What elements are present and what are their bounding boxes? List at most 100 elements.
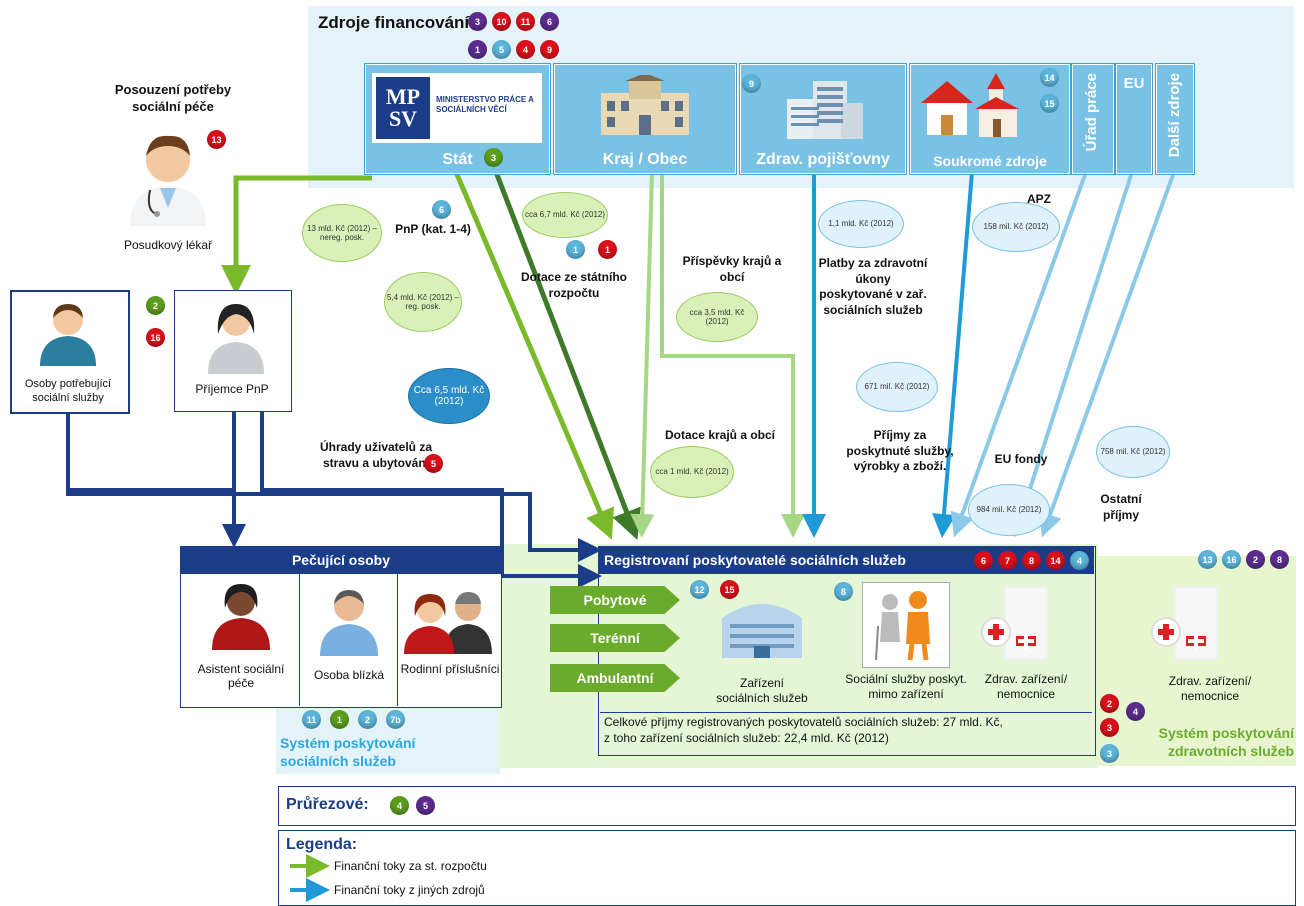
badge-prov-6: 6 xyxy=(974,551,993,570)
flow-urad xyxy=(950,171,1088,538)
terenni-button: Terénní xyxy=(550,624,680,652)
badge-soukrome-15: 15 xyxy=(1040,94,1059,113)
providers-summary: Celkové příjmy registrovaných poskytovat… xyxy=(600,712,1092,750)
badge-h-3: 3 xyxy=(1100,718,1119,737)
ostatni-label: Ostatní příjmy xyxy=(1100,492,1142,522)
needing-label: Osoby potřebující sociální služby xyxy=(24,378,112,404)
bubble-1: cca 1 mld. Kč (2012) xyxy=(650,446,734,498)
eu-label: EU xyxy=(1123,75,1145,92)
flow-stat-dotace xyxy=(493,171,641,541)
badge-h-8: 8 xyxy=(1270,550,1289,569)
bubble-671: 671 mil. Kč (2012) xyxy=(856,362,938,412)
pruzezove-label: Průřezové: xyxy=(286,796,369,813)
facility-building-icon xyxy=(722,604,802,658)
source-dalsi: Další zdroje xyxy=(1156,64,1194,174)
platby-label: Platby za zdravotní úkony poskytované v … xyxy=(818,256,928,317)
source-urad: Úřad práce xyxy=(1072,64,1114,174)
bubble-158: 158 mil. Kč (2012) xyxy=(972,202,1060,252)
stat-label: Stát xyxy=(442,151,473,168)
carers-divider-2 xyxy=(397,574,398,706)
prispevky-label: Příspěvky krajů a obcí xyxy=(682,254,782,284)
house-church-icon xyxy=(921,73,1019,137)
uhrady-label: Úhrady uživatelů za stravu a ubytování xyxy=(319,440,433,470)
carers-divider-1 xyxy=(299,574,300,706)
flow-recipient-providers xyxy=(260,412,602,588)
legend-green-label: Finanční toky za st. rozpočtu xyxy=(334,859,487,873)
prov-hospital-label: Zdrav. zařízení/ nemocnice xyxy=(984,672,1068,701)
badge-h-3b: 3 xyxy=(1100,744,1119,763)
funding-badge-11: 11 xyxy=(516,12,535,31)
summary-line-1: Celkové příjmy registrovaných poskytovat… xyxy=(604,715,1003,729)
funding-badge-5: 5 xyxy=(492,40,511,59)
badge-assessment-13: 13 xyxy=(207,130,226,149)
recipient-label: Příjemce PnP xyxy=(195,382,269,396)
bubble-758: 758 mil. Kč (2012) xyxy=(1096,426,1170,478)
badge-prov-15: 15 xyxy=(720,580,739,599)
pnp-label: PnP (kat. 1-4) xyxy=(395,222,471,236)
badge-pr-5: 5 xyxy=(416,796,435,815)
flow-kraj-dotace xyxy=(630,171,655,538)
family-label: Rodinní příslušníci xyxy=(400,662,500,676)
facility-label: Zařízení sociálních služeb xyxy=(716,676,808,705)
doctor-label: Posudkový lékař xyxy=(123,238,213,252)
badge-car-2: 2 xyxy=(358,710,377,729)
badge-rec-2: 2 xyxy=(146,296,165,315)
bubble-984: 984 mil. Kč (2012) xyxy=(968,484,1050,536)
carers-title: Pečující osoby xyxy=(180,546,502,574)
funding-badge-1: 1 xyxy=(468,40,487,59)
flow-needing-providers xyxy=(66,490,602,562)
flow-eu xyxy=(1010,171,1134,538)
funding-badge-4: 4 xyxy=(516,40,535,59)
prijmy-label: Příjmy za poskytnuté služby, výrobky a z… xyxy=(846,428,954,474)
funding-badge-3: 3 xyxy=(468,12,487,31)
flow-doctor-pnp xyxy=(221,175,372,295)
mpsv-logo: MP SV MINISTERSTVO PRÁCE A SOCIÁLNÍCH VĚ… xyxy=(372,73,542,143)
close-person-icon xyxy=(320,590,378,656)
mpsv-logo-mark: MP SV xyxy=(376,77,430,139)
doctor-icon xyxy=(130,135,206,226)
bubble-65: Cca 6,5 mld. Kč (2012) xyxy=(408,368,490,424)
badge-rec-16: 16 xyxy=(146,328,165,347)
eu-fondy-label: EU fondy xyxy=(994,452,1048,466)
legend-blue-label: Finanční toky z jiných zdrojů xyxy=(334,883,485,897)
flow-soukrome xyxy=(932,171,974,538)
badge-prov-14: 14 xyxy=(1046,551,1065,570)
source-eu: EU xyxy=(1116,64,1152,174)
badge-uhrady-5: 5 xyxy=(424,454,443,473)
kraj-label: Kraj / Obec xyxy=(602,151,688,168)
social-system-label: Systém poskytování sociálních služeb xyxy=(280,735,416,770)
funding-badge-6: 6 xyxy=(540,12,559,31)
bubble-67: cca 6,7 mld. Kč (2012) xyxy=(522,192,608,238)
source-kraj: Kraj / Obec xyxy=(554,64,736,174)
flow-needing-carers xyxy=(66,412,246,548)
badge-prov-8: 8 xyxy=(1022,551,1041,570)
badge-h-4: 4 xyxy=(1126,702,1145,721)
dotace-stat-label: Dotace ze státního rozpočtu xyxy=(520,270,628,300)
close-person-label: Osoba blízká xyxy=(313,668,385,682)
assessment-title: Posouzení potřeby sociální péče xyxy=(114,82,232,114)
recipient-icon xyxy=(208,304,264,374)
flow-stat-providers xyxy=(453,171,614,540)
badge-soukrome-14: 14 xyxy=(1040,68,1059,87)
badge-zdrav-9: 9 xyxy=(742,74,761,93)
apz-label: APZ xyxy=(1027,192,1051,206)
bubble-35: cca 3,5 mld. Kč (2012) xyxy=(676,292,758,342)
badge-h-16: 16 xyxy=(1222,550,1241,569)
office-building-icon xyxy=(787,81,863,139)
source-zdrav: Zdrav. pojišťovny xyxy=(740,64,906,174)
badge-prov-8b: 8 xyxy=(834,582,853,601)
ambulantni-button: Ambulantní xyxy=(550,664,680,692)
badge-dotace-1r: 1 xyxy=(598,240,617,259)
elderly-helper-icon xyxy=(875,591,930,661)
legend-title: Legenda: xyxy=(286,836,358,853)
legend-box xyxy=(278,830,1296,906)
badge-car-1: 1 xyxy=(330,710,349,729)
badge-pnp-6: 6 xyxy=(432,200,451,219)
soukrome-label: Soukromé zdroje xyxy=(933,153,1047,169)
badge-prov-7: 7 xyxy=(998,551,1017,570)
outside-label: Sociální služby poskyt. mimo zařízení xyxy=(845,672,967,701)
badge-h-2: 2 xyxy=(1246,550,1265,569)
bubble-13: 13 mld. Kč (2012) – nereg. posk. xyxy=(302,204,382,262)
